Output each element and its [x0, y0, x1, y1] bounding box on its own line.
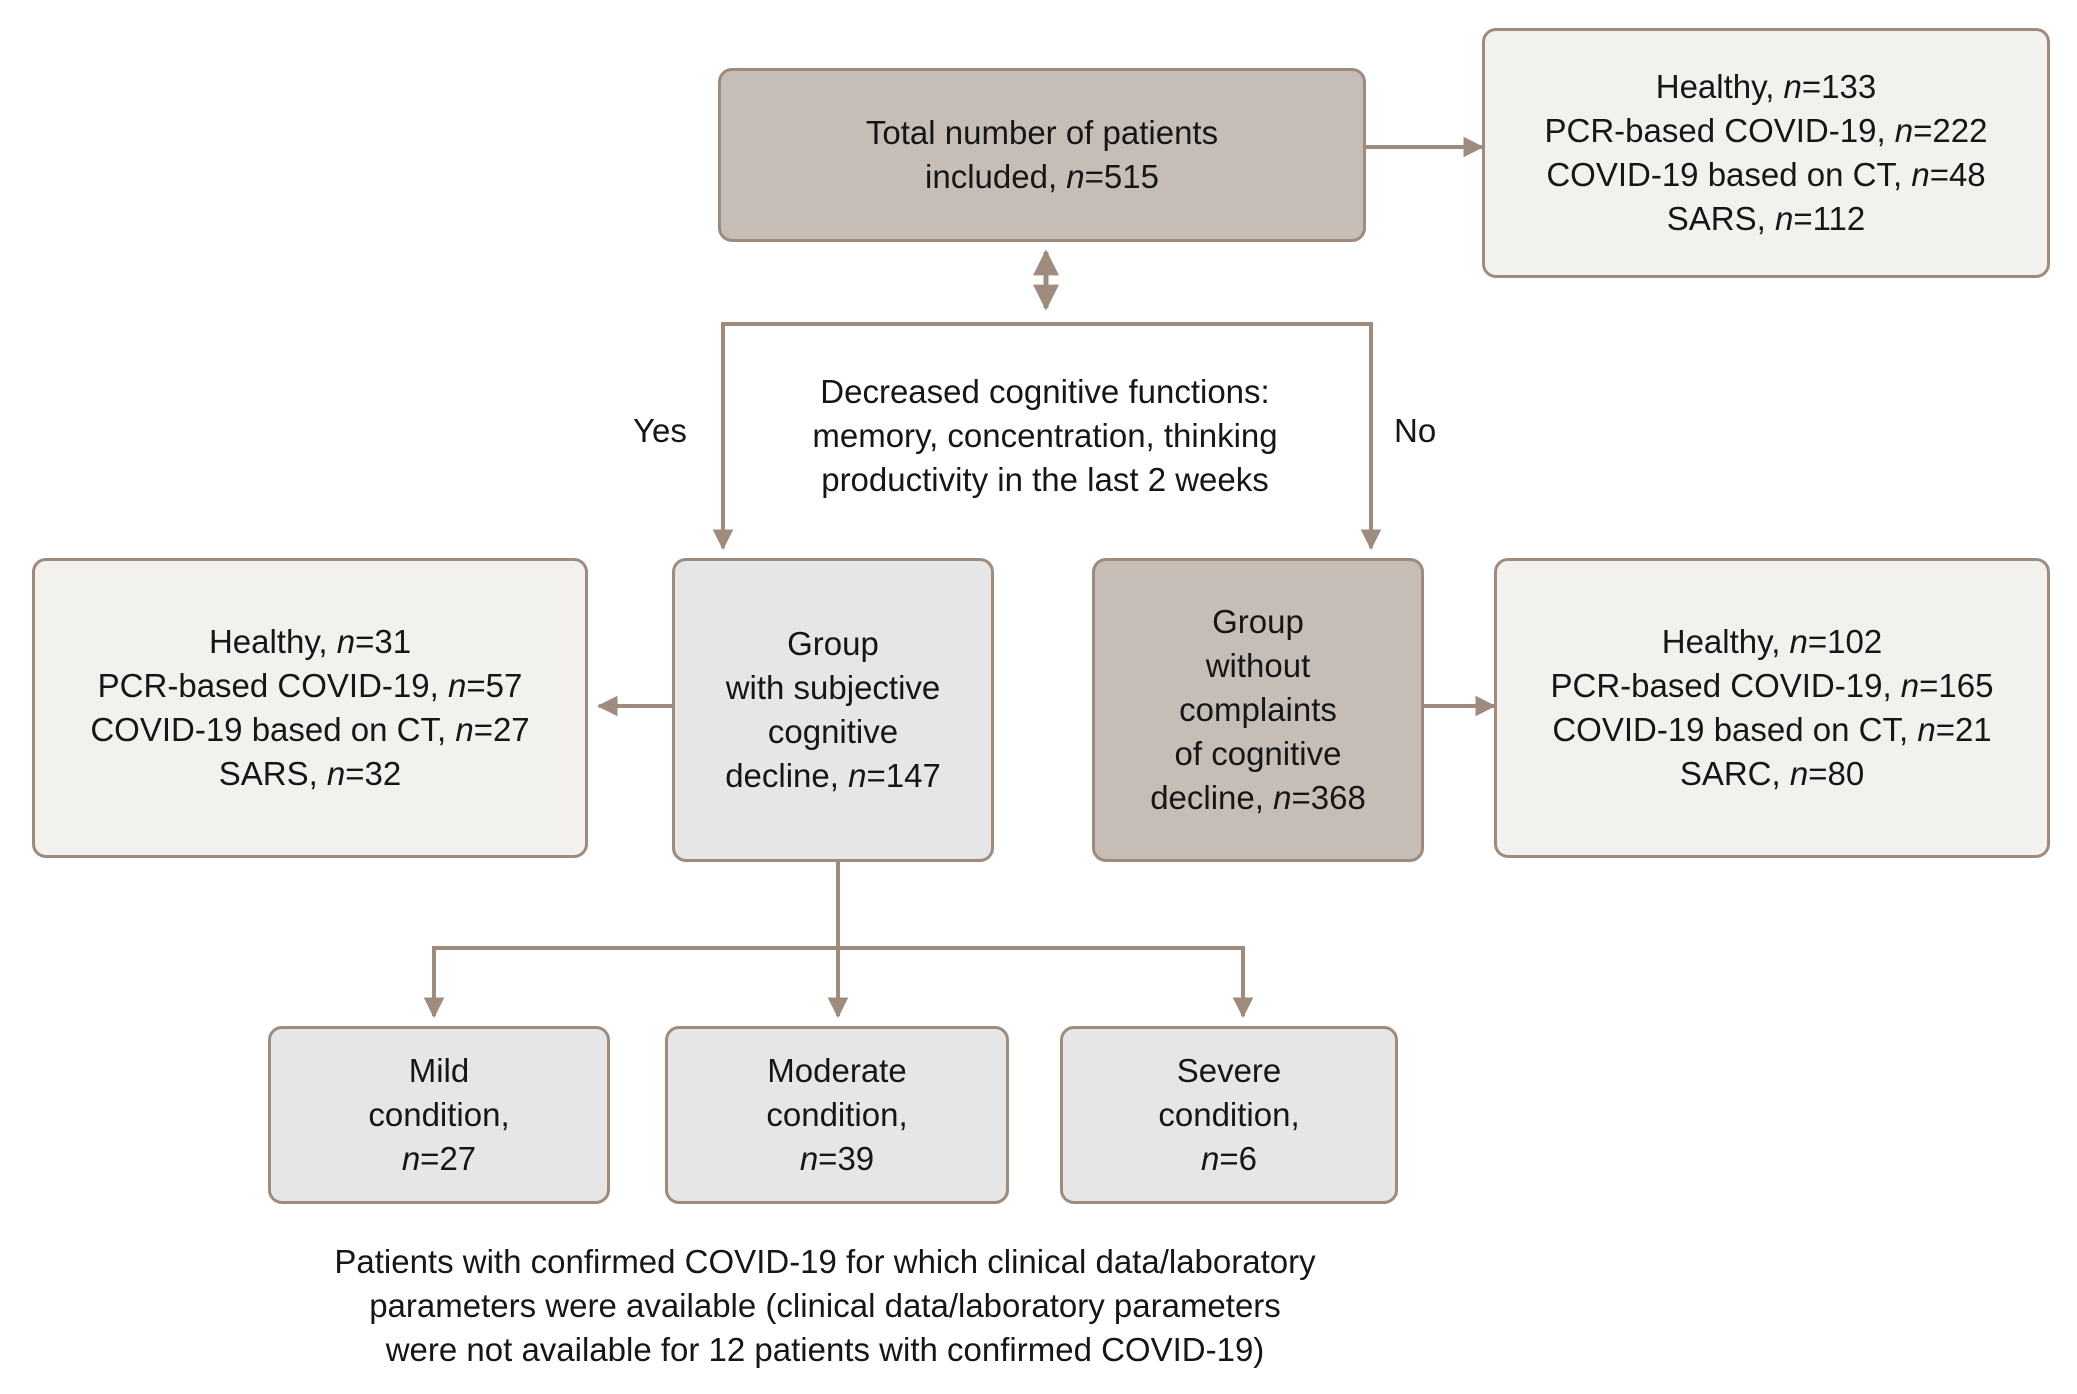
footnote-text: Patients with confirmed COVID-19 for whi… — [334, 1243, 1316, 1369]
decision-question-text: Decreased cognitive functions:memory, co… — [812, 373, 1278, 498]
edge-scd-to-severity — [423, 862, 1254, 1019]
branch-label-no: No — [1394, 412, 1437, 449]
branch-label-yes: Yes — [633, 412, 687, 449]
